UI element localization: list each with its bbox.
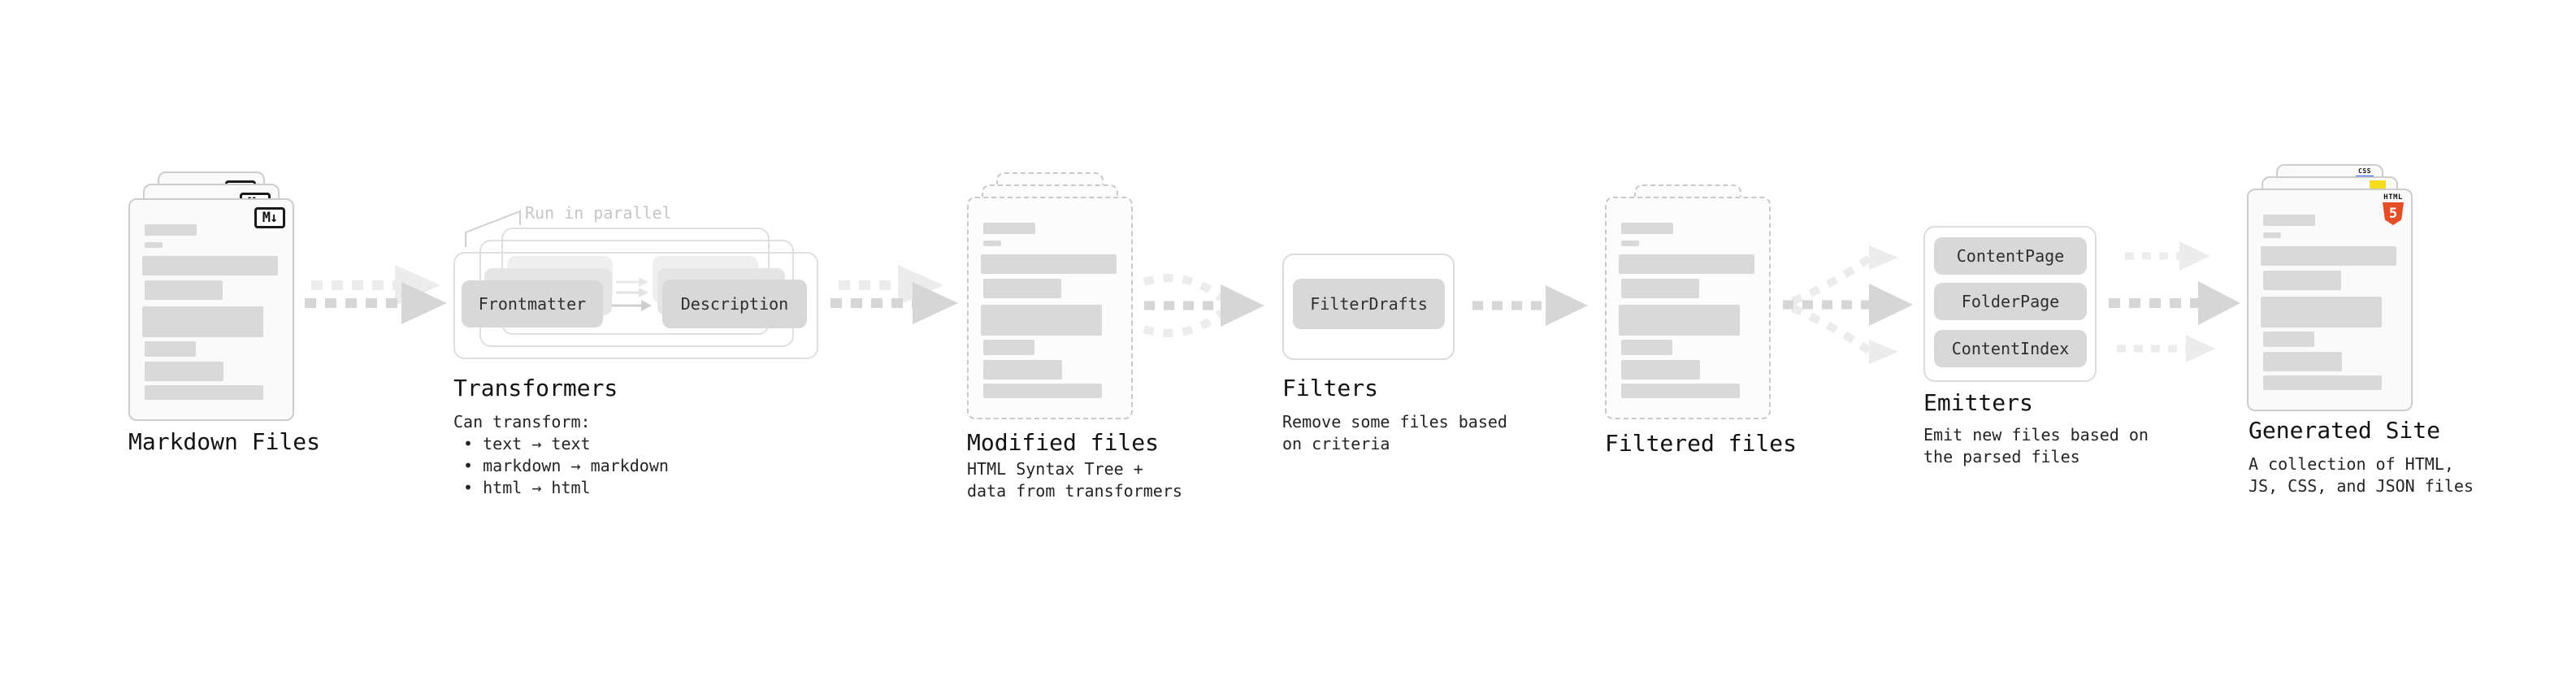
skeleton-line bbox=[1619, 305, 1740, 336]
skeleton-line bbox=[2263, 332, 2314, 347]
arrow-filters-to-filtered bbox=[1472, 285, 1588, 326]
run-in-parallel-note: Run in parallel bbox=[525, 203, 672, 223]
skeleton-line bbox=[983, 384, 1102, 398]
skeleton-line bbox=[2263, 215, 2315, 226]
skeleton-line bbox=[983, 340, 1034, 355]
html5-icon-label: HTML bbox=[2383, 193, 2403, 202]
filtered-files-title: Filtered files bbox=[1605, 430, 1798, 457]
javascript-icon bbox=[2370, 180, 2386, 189]
skeleton-line bbox=[1621, 360, 1700, 380]
transformers-title: Transformers bbox=[453, 375, 618, 401]
filters-title: Filters bbox=[1282, 375, 1379, 401]
generated-html-file-card: HTML 5 bbox=[2247, 189, 2413, 411]
skeleton-line bbox=[981, 254, 1117, 274]
contentpage-emitter: ContentPage bbox=[1934, 237, 2087, 275]
skeleton-line bbox=[1621, 241, 1639, 246]
skeleton-line bbox=[145, 224, 197, 236]
skeleton-line bbox=[145, 385, 263, 400]
css-icon-label: CSS bbox=[2358, 167, 2371, 175]
markdown-file-card-front: M↓ bbox=[128, 198, 294, 421]
skeleton-line bbox=[145, 242, 163, 248]
skeleton-line bbox=[142, 306, 263, 337]
generated-site-description: A collection of HTML, JS, CSS, and JSON … bbox=[2249, 454, 2474, 496]
html5-icon: HTML 5 bbox=[2383, 193, 2404, 225]
arrow-modified-to-filters-converge bbox=[1143, 274, 1264, 337]
skeleton-line bbox=[145, 362, 223, 381]
markdown-files-title: Markdown Files bbox=[128, 428, 321, 455]
skeleton-line bbox=[981, 305, 1102, 336]
skeleton-line bbox=[145, 280, 223, 300]
skeleton-line bbox=[145, 341, 196, 357]
transformers-description: Can transform: • text → text • markdown … bbox=[453, 412, 669, 497]
folderpage-emitter: FolderPage bbox=[1934, 283, 2087, 320]
filterdrafts-filter: FilterDrafts bbox=[1293, 279, 1445, 329]
emitters-description: Emit new files based on the parsed files bbox=[1923, 425, 2149, 466]
modified-file-card-front bbox=[967, 197, 1133, 419]
generated-site-title: Generated Site bbox=[2249, 417, 2441, 444]
skeleton-line bbox=[2261, 246, 2396, 266]
filtered-file-card-front bbox=[1605, 197, 1771, 419]
description-transformer: Description bbox=[662, 280, 807, 328]
skeleton-line bbox=[1621, 223, 1673, 234]
arrow-emitters-to-generated bbox=[2109, 241, 2240, 362]
skeleton-line bbox=[1621, 384, 1740, 398]
contentindex-emitter: ContentIndex bbox=[1934, 330, 2087, 367]
skeleton-line bbox=[2263, 375, 2382, 390]
markdown-icon: M↓ bbox=[254, 207, 285, 228]
skeleton-line bbox=[983, 223, 1035, 234]
skeleton-line bbox=[1621, 340, 1672, 355]
skeleton-line bbox=[2261, 297, 2382, 327]
frontmatter-transformer: Frontmatter bbox=[462, 280, 603, 327]
skeleton-line bbox=[2263, 232, 2281, 238]
modified-files-title: Modified files bbox=[967, 429, 1160, 456]
skeleton-line bbox=[983, 360, 1062, 380]
skeleton-line bbox=[2263, 271, 2341, 290]
skeleton-line bbox=[1619, 254, 1754, 274]
arrow-transformers-to-modified bbox=[830, 265, 958, 324]
transformer-run-box-front bbox=[453, 252, 818, 359]
skeleton-line bbox=[142, 256, 278, 275]
html5-icon-shield: 5 bbox=[2383, 202, 2404, 225]
emitters-title: Emitters bbox=[1923, 389, 2033, 416]
skeleton-line bbox=[1621, 279, 1699, 298]
skeleton-line bbox=[2263, 352, 2342, 371]
modified-files-description: HTML Syntax Tree + data from transformer… bbox=[967, 459, 1182, 501]
arrow-markdown-to-transformers bbox=[305, 265, 447, 324]
skeleton-line bbox=[983, 241, 1001, 246]
skeleton-line bbox=[983, 279, 1061, 298]
arrow-filtered-to-emitters-fanout bbox=[1783, 245, 1913, 364]
filters-description: Remove some files based on criteria bbox=[1282, 412, 1507, 453]
